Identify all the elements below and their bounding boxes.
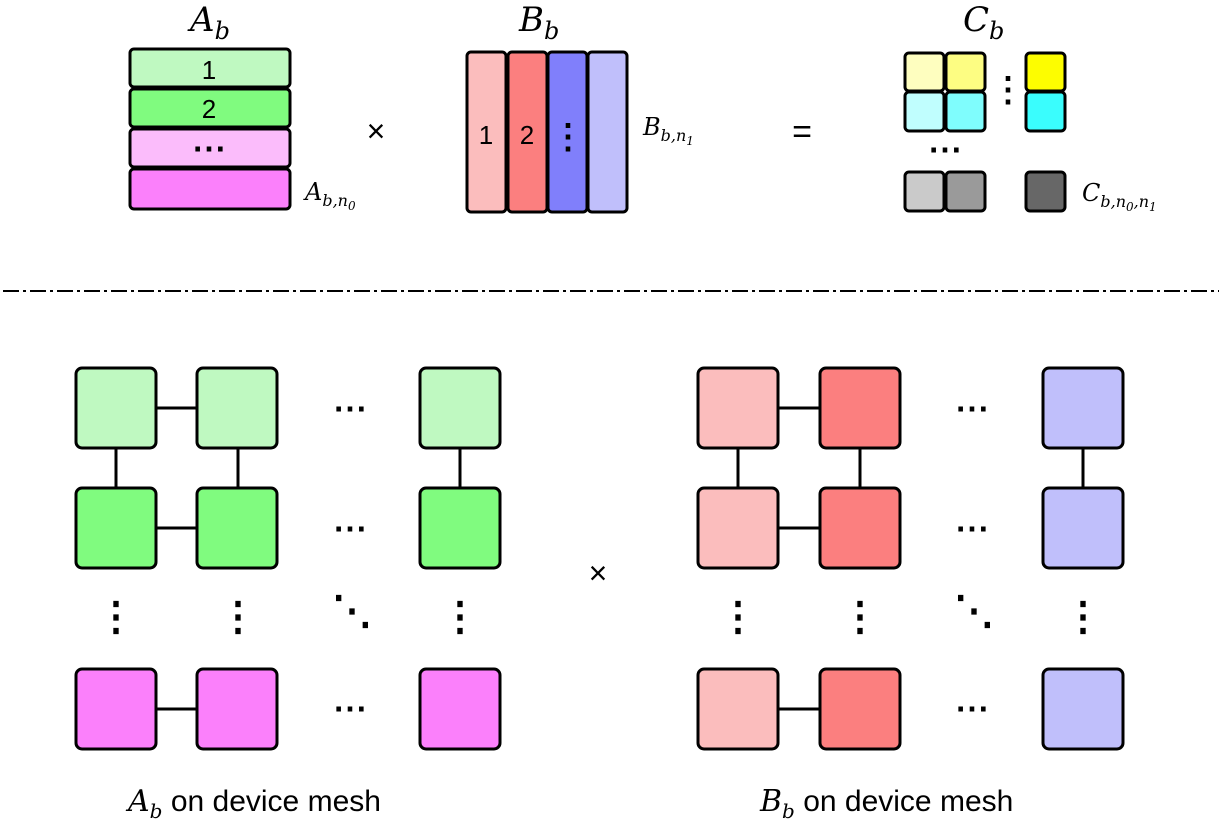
a-device-2-2 [195,486,279,570]
c-cell-2-1 [903,90,946,133]
c-cell-2-n [1024,90,1067,133]
b-mesh-vdots-2: ⋮ [840,595,880,639]
b-device-1-1 [696,366,780,450]
top-times-operator: × [367,113,386,149]
b-mesh-caption: Bb on device mesh [759,784,1013,823]
a-row-2-label: 2 [202,94,216,124]
c-cell-1-2 [944,51,987,93]
c-hdots: ⋯ [928,131,962,169]
b-device-2-2 [818,486,902,570]
a-mesh-ddots: ⋱ [332,589,372,633]
c-cell-n-2 [944,170,987,213]
b-mesh-hdots-1: ⋯ [955,390,989,428]
c-cell-n-n [1024,170,1067,213]
c-title: Cb [963,0,1004,45]
a-last-label: Ab,n0 [303,178,356,213]
a-title: Ab [187,0,230,45]
b-device-n-1 [696,667,780,751]
a-device-1-1 [74,366,158,450]
b-block [465,50,629,214]
a-mesh-hdots-n: ⋯ [333,690,367,728]
b-device-2-n [1041,486,1125,570]
top-equals-operator: = [792,113,812,151]
b-mesh-links [736,406,1085,711]
a-mesh-caption: Ab on device mesh [125,784,381,823]
c-cell-1-n [1024,51,1067,93]
a-device-2-n [418,486,502,570]
c-vdots: ⋮ [991,71,1025,109]
a-row-3 [128,127,292,169]
a-device-n-2 [195,667,279,751]
b-mesh-ddots: ⋱ [954,589,994,633]
a-mesh-hdots-2: ⋯ [333,510,367,548]
a-mesh-vdots-n: ⋮ [440,595,480,639]
a-mesh-vdots-2: ⋮ [218,595,258,639]
a-mesh-vdots-1: ⋮ [96,595,136,639]
b-mesh-vdots-n: ⋮ [1063,595,1103,639]
b-title: Bb [518,0,559,45]
b-device-2-1 [696,486,780,570]
b-col-1 [465,50,508,214]
b-col-2-label: 2 [520,120,534,150]
b-device-n-n [1041,667,1125,751]
a-device-n-1 [74,667,158,751]
c-cell-2-2 [944,90,987,133]
b-mesh-hdots-2: ⋯ [955,510,989,548]
b-col-4 [586,50,629,214]
b-col-3-label: ⋮ [551,118,585,156]
bottom-times-operator: × [589,555,608,591]
a-device-1-2 [195,366,279,450]
a-mesh-hdots-1: ⋯ [333,390,367,428]
b-col-1-label: 1 [479,120,493,150]
b-last-label: Bb,n1 [642,113,694,148]
a-row-4 [128,167,292,211]
a-row-1 [128,47,292,89]
a-row-2 [128,87,292,129]
a-device-2-1 [74,486,158,570]
b-device-n-2 [818,667,902,751]
b-device-1-2 [818,366,902,450]
a-block [128,47,292,211]
c-last-label: Cb,n0,n1 [1082,179,1157,214]
c-cell-n-1 [903,170,946,213]
b-mesh-hdots-n: ⋯ [955,690,989,728]
a-row-3-label: ⋯ [192,130,226,168]
a-device-n-n [418,667,502,751]
a-mesh: ⋯ ⋯ ⋯ ⋮ ⋮ ⋮ ⋱ [74,366,502,751]
b-mesh: ⋯ ⋯ ⋯ ⋮ ⋮ ⋮ ⋱ [696,366,1125,751]
b-device-1-n [1041,366,1125,450]
a-row-1-label: 1 [202,55,216,85]
c-cell-1-1 [903,51,946,93]
c-block [903,51,1067,213]
a-device-1-n [418,366,502,450]
a-mesh-links [114,406,462,711]
b-mesh-vdots-1: ⋮ [718,595,758,639]
